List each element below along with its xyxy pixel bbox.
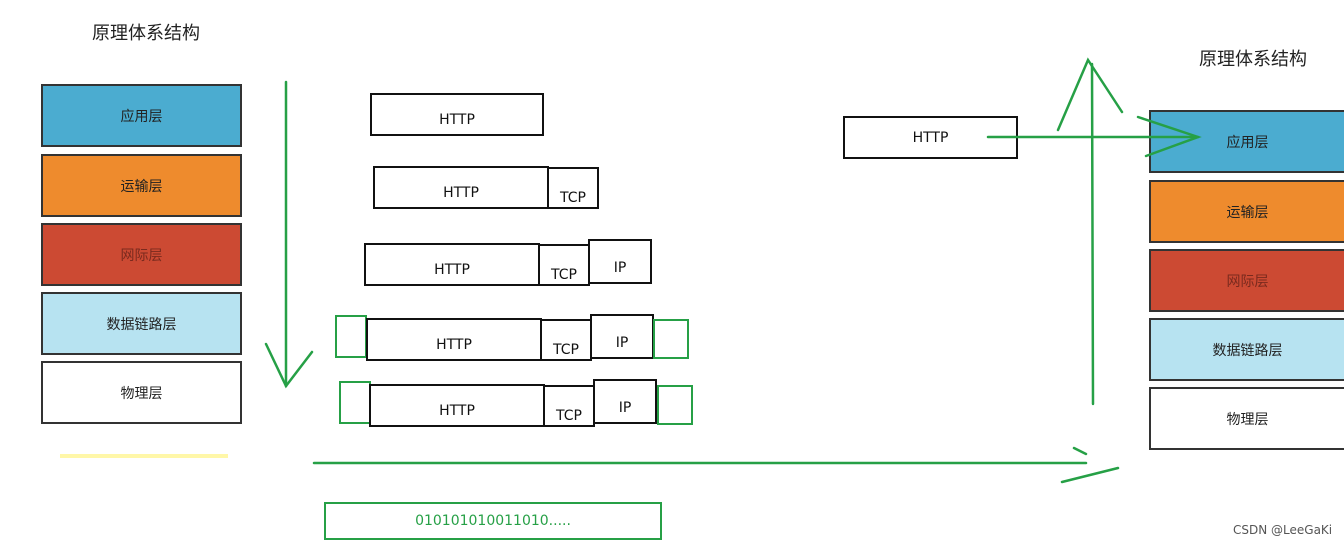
right-layer-network: 网际层 [1149,249,1344,312]
http-box: HTTP [369,384,545,427]
bitstream-box: 010101010011010..... [324,502,662,540]
http-box: HTTP [366,318,542,361]
left-layer-transport: 运输层 [41,154,242,217]
left-title: 原理体系结构 [92,23,200,44]
frame-trailer-box [657,385,693,425]
tcp-box: TCP [538,244,590,286]
right-title: 原理体系结构 [1199,49,1307,70]
left-layer-physical: 物理层 [41,361,242,424]
deliver-arrow-head [1136,115,1202,158]
highlight-stroke [60,454,228,458]
watermark: CSDN @LeeGaKi [1233,523,1333,537]
ip-box: IP [593,379,657,424]
frame-trailer-box [653,319,689,359]
up-arrow-head [1056,57,1124,132]
frame-header-box [335,315,367,358]
right-layer-datalink: 数据链路层 [1149,318,1344,381]
up-arrow-shaft [1090,62,1095,406]
http-box: HTTP [373,166,549,209]
ip-box: IP [590,314,654,359]
down-arrow-head [264,342,314,389]
ip-box: IP [588,239,652,284]
right-layer-transport: 运输层 [1149,180,1344,243]
left-layer-application: 应用层 [41,84,242,147]
http-box: HTTP [370,93,544,136]
tcp-box: TCP [547,167,599,209]
tcp-box: TCP [540,319,592,361]
transmit-arrow-head-bottom [1060,466,1120,484]
right-layer-physical: 物理层 [1149,387,1344,450]
http-box: HTTP [364,243,540,286]
left-layer-network: 网际层 [41,223,242,286]
left-layer-datalink: 数据链路层 [41,292,242,355]
transmit-arrow-head-top [1072,446,1088,456]
right-layer-application: 应用层 [1149,110,1344,173]
